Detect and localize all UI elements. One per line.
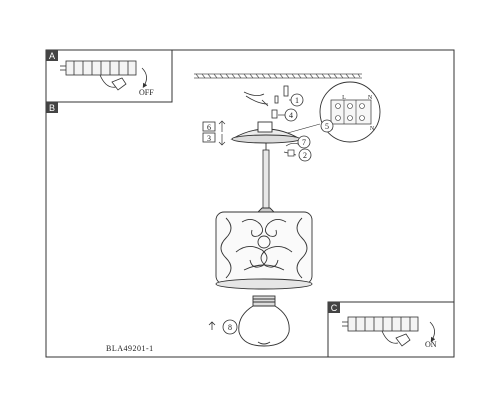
terminal-bottom-n: N (370, 126, 375, 132)
panel-c-letter: C (331, 303, 338, 313)
terminal-block-icon (60, 60, 137, 88)
callout-4: 4 (284, 108, 298, 122)
panel-a-frame (45, 49, 173, 103)
hand-icon (395, 333, 411, 347)
model-code: BLA49201-1 (106, 344, 154, 353)
callout-5: 5 (320, 119, 334, 133)
suspension-rod (262, 149, 270, 209)
svg-text:6: 6 (207, 123, 211, 132)
callout-2: 2 (298, 148, 312, 162)
terminal-block-icon (342, 316, 419, 344)
panel-a-badge (46, 50, 58, 61)
svg-text:4: 4 (289, 111, 293, 120)
panel-c-badge (328, 302, 340, 313)
panel-b-badge (46, 102, 58, 113)
terminal-zoom: L N L N (283, 81, 381, 143)
terminal-top-n: N (368, 95, 373, 101)
svg-text:7: 7 (302, 138, 306, 147)
panel-a-letter: A (49, 51, 55, 61)
lamp-shade (215, 207, 313, 290)
rotate-arrow-icon (429, 321, 436, 343)
callout-1: 1 (290, 93, 304, 107)
ceiling-hatch (194, 73, 362, 79)
svg-text:3: 3 (207, 134, 211, 143)
panel-a: A OFF (45, 49, 173, 103)
svg-text:1: 1 (295, 96, 299, 105)
insert-arrow-icon (208, 321, 216, 330)
hand-icon (111, 77, 127, 91)
outer-frame (45, 49, 455, 358)
cable-gland-icon (283, 142, 299, 157)
panel-a-state: OFF (139, 88, 154, 97)
dimension-arrows (218, 120, 226, 146)
callout-7: 7 (297, 135, 311, 149)
svg-text:8: 8 (228, 323, 232, 332)
svg-text:5: 5 (325, 122, 329, 131)
screw-icon (271, 85, 289, 119)
rotate-arrow-icon (141, 67, 148, 89)
light-bulb-icon (238, 295, 290, 347)
panel-b-letter: B (49, 103, 55, 113)
ceiling-canopy (230, 121, 302, 150)
panel-c-frame (327, 301, 455, 358)
terminal-top-l: L (342, 95, 346, 101)
callout-3: 3 (202, 132, 216, 143)
supply-wires (243, 91, 269, 107)
callout-6: 6 (202, 121, 216, 132)
panel-c-state: ON (425, 340, 437, 349)
callout-8: 8 (222, 319, 238, 335)
svg-text:2: 2 (303, 151, 307, 160)
panel-c: C ON (327, 301, 455, 358)
